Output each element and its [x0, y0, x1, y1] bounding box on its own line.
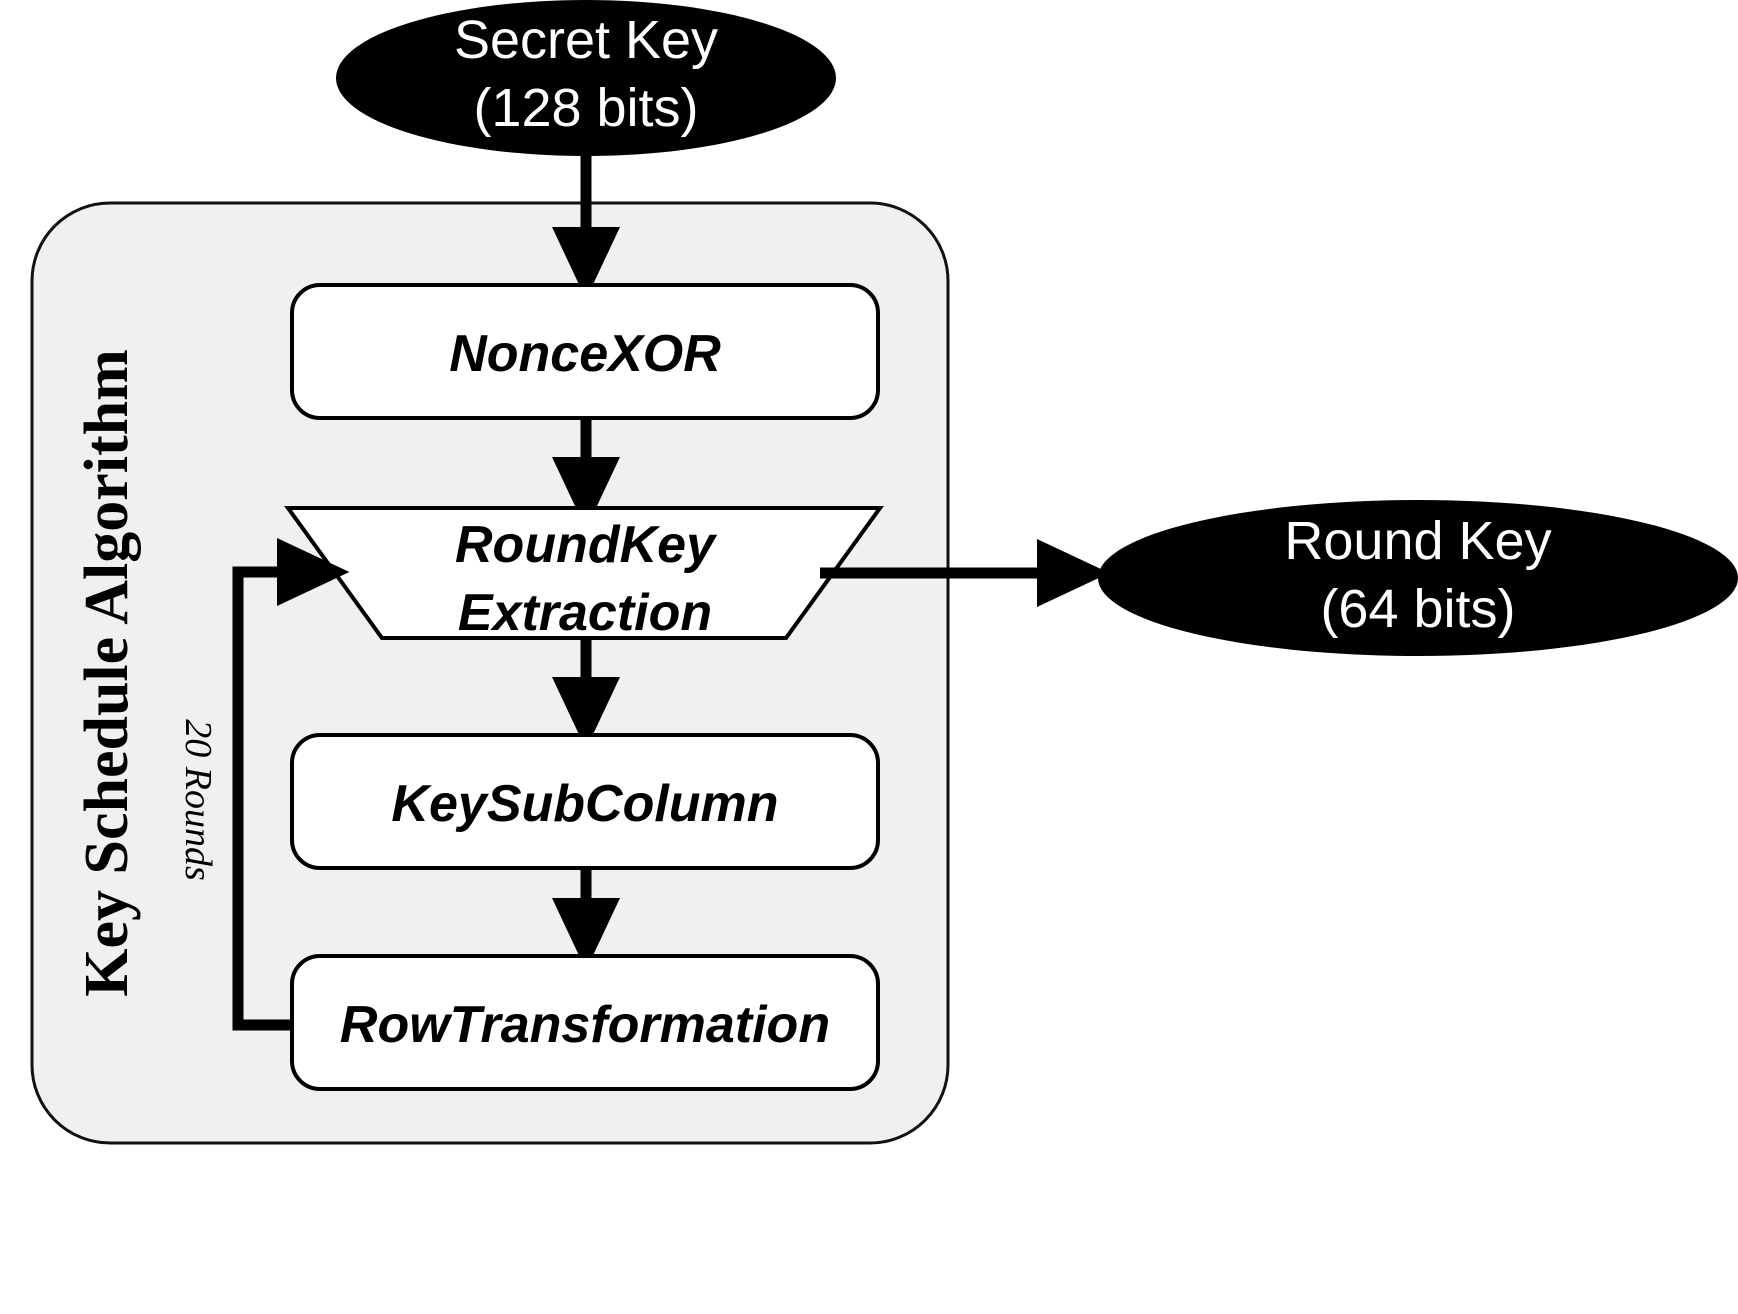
row-transformation-label: RowTransformation [340, 996, 830, 1054]
roundkey-extraction-node: RoundKey Extraction [284, 506, 884, 642]
key-schedule-panel [30, 201, 950, 1145]
round-key-node: Round Key (64 bits) [1098, 500, 1738, 656]
row-transformation-node: RowTransformation [290, 954, 880, 1091]
panel-title: Key Schedule Algorithm [73, 349, 141, 997]
secret-key-label-line1: Secret Key [454, 10, 718, 70]
key-sub-column-label: KeySubColumn [391, 775, 778, 833]
secret-key-label-line2: (128 bits) [473, 78, 698, 138]
nonce-xor-node: NonceXOR [290, 283, 880, 420]
key-sub-column-node: KeySubColumn [290, 733, 880, 870]
loop-label-20-rounds: 20 Rounds [177, 719, 219, 881]
secret-key-node: Secret Key (128 bits) [336, 0, 836, 156]
roundkey-extraction-label-line2: Extraction [458, 584, 712, 642]
edge-feedback-loop [232, 537, 350, 1031]
round-key-label-line1: Round Key [1284, 511, 1551, 571]
round-key-label-line2: (64 bits) [1320, 579, 1515, 639]
nonce-xor-label: NonceXOR [449, 325, 721, 383]
roundkey-extraction-label-line1: RoundKey [455, 516, 718, 574]
